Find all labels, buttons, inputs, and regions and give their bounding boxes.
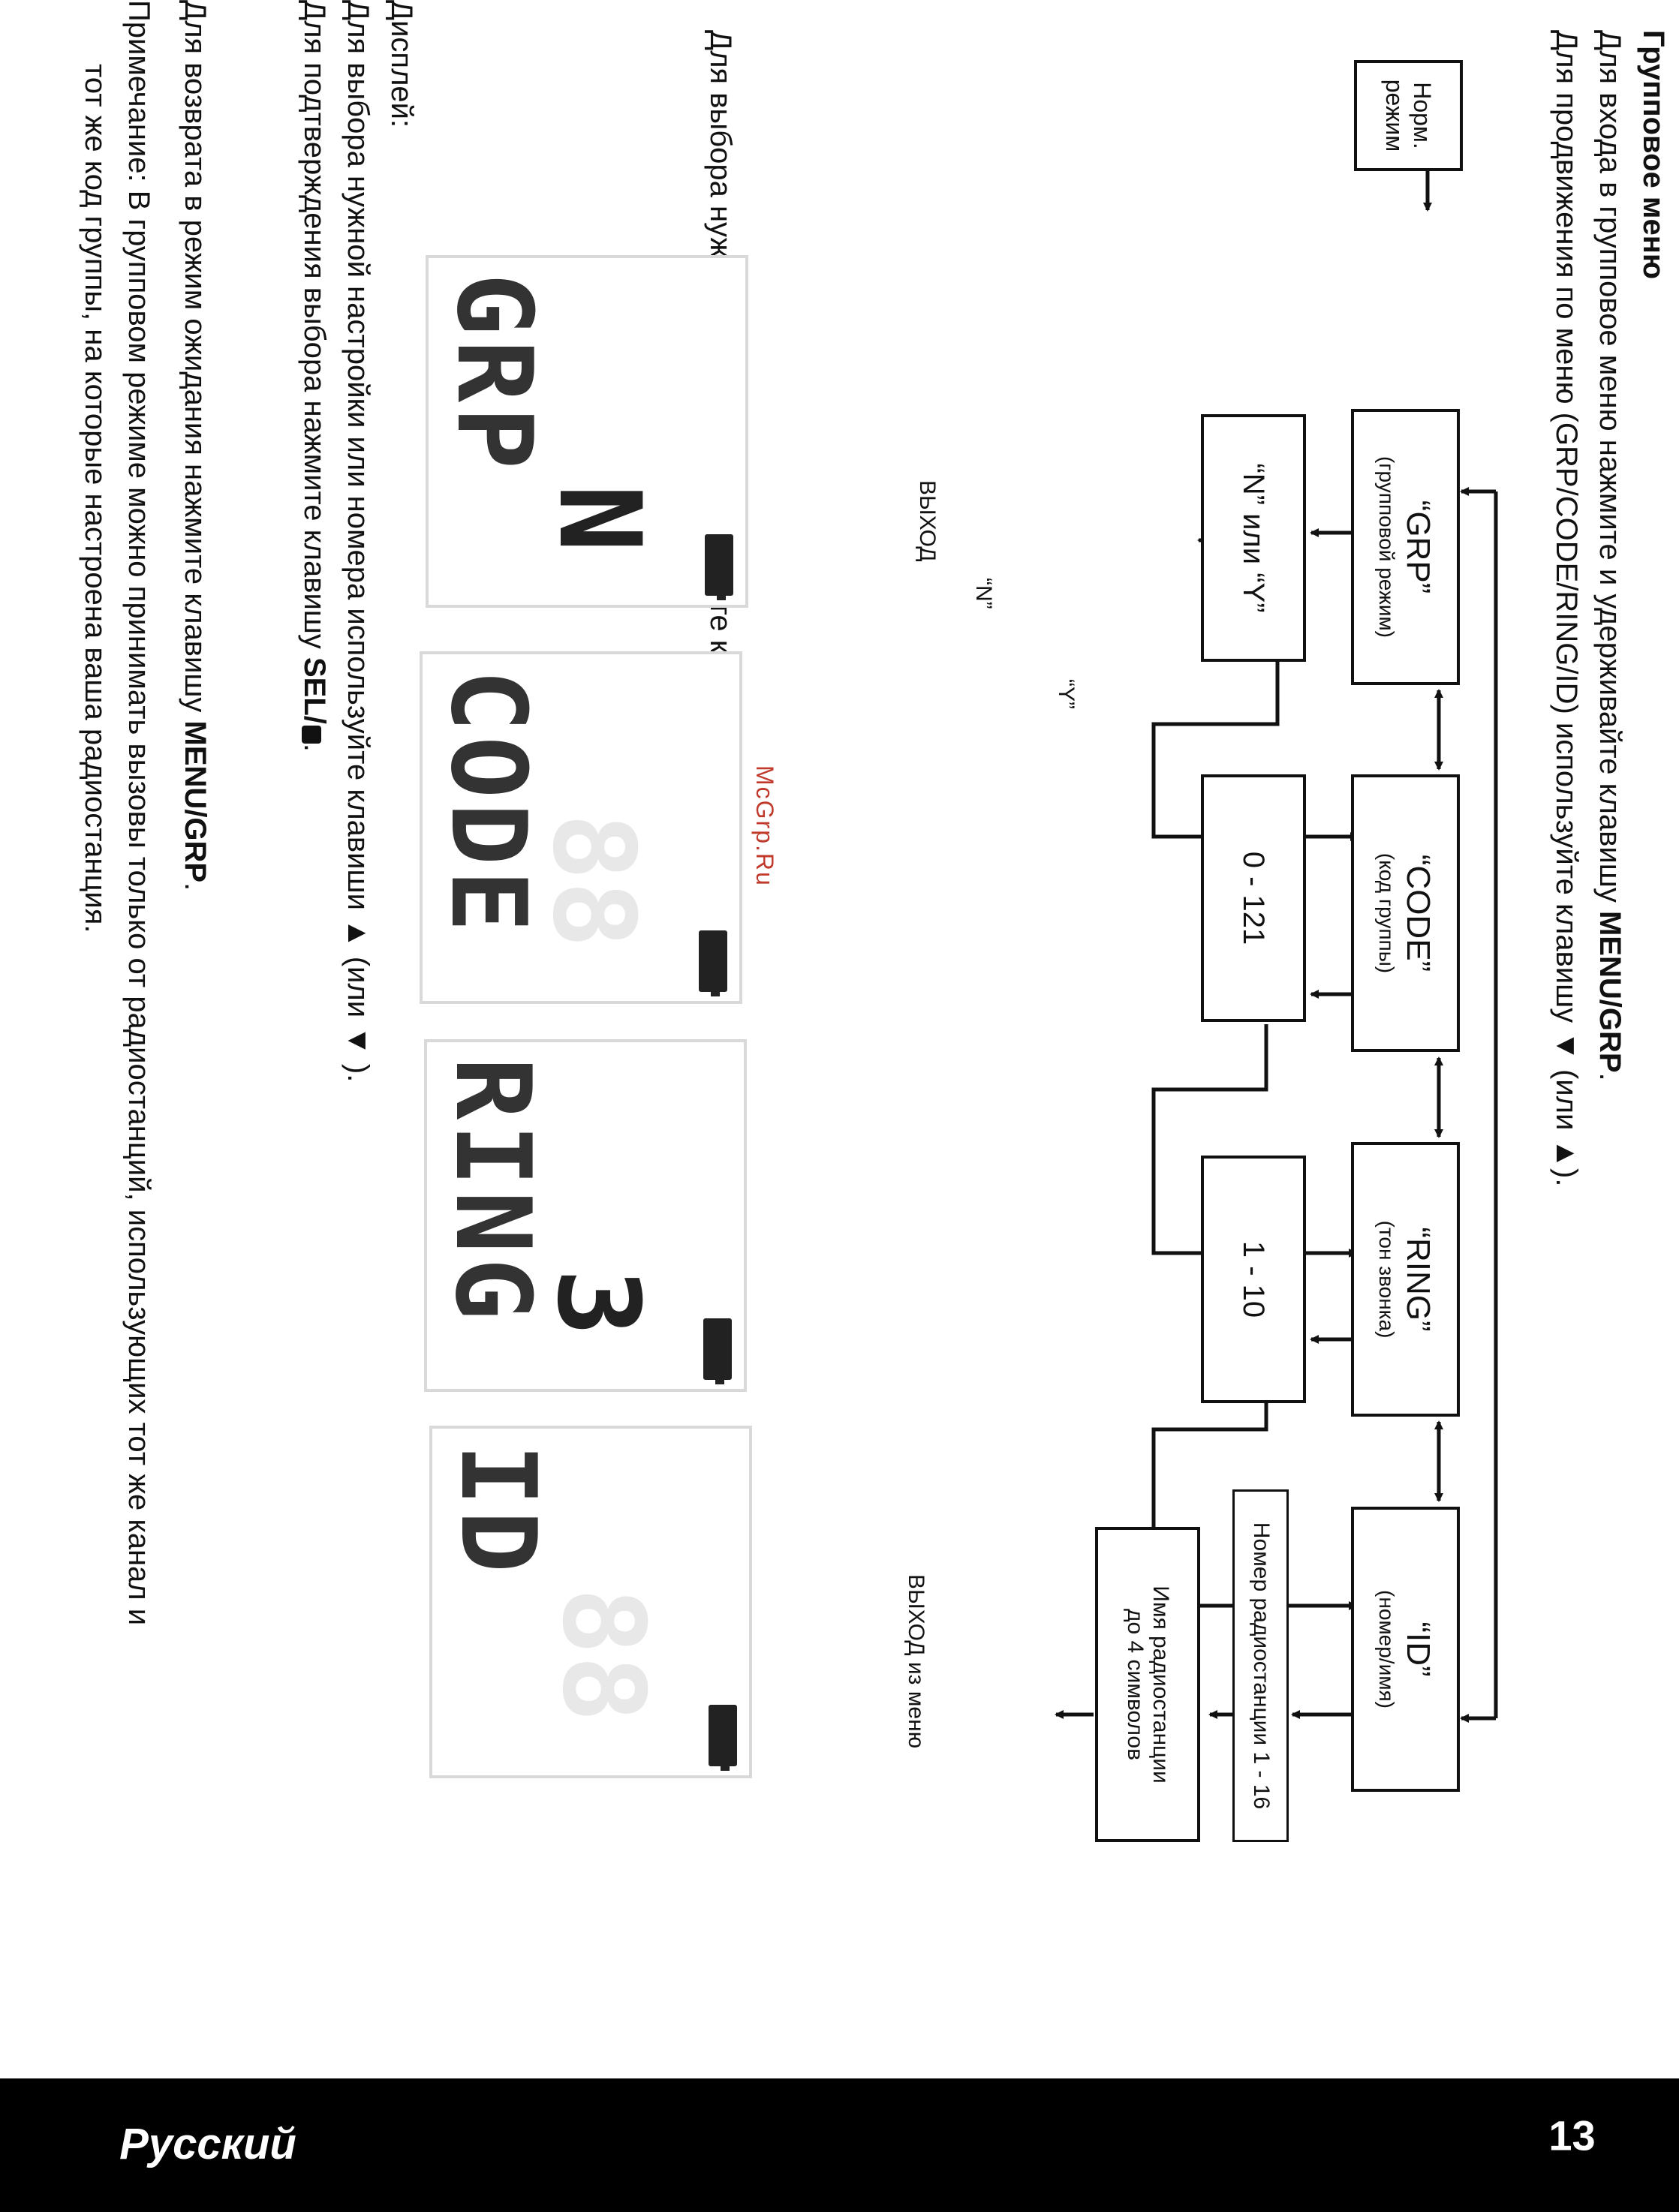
exit-menu-label: ВЫХОД из меню — [904, 1574, 928, 1749]
menu-grp-key-return: MENU/GRP — [179, 720, 212, 883]
norm-mode-box: Норм. режим — [1354, 60, 1463, 171]
sel-key-confirm: SEL/ — [298, 657, 331, 724]
station-name-box: Имя радиостанции до 4 символов — [1095, 1527, 1200, 1842]
lcd-main-text: CODE — [428, 669, 549, 937]
station-name-line-1: Имя радиостанции — [1148, 1585, 1174, 1784]
lcd-digits: 3 — [532, 1268, 663, 1336]
lcd-display-grp: N GRP — [426, 255, 748, 608]
battery-icon — [709, 1705, 737, 1766]
footer-page-number: 13 — [1548, 2111, 1596, 2159]
ring-box: “RING” (тон звонка) — [1351, 1142, 1460, 1417]
confirm-line: Для подтверждения выбора нажмите клавишу… — [297, 0, 331, 752]
ny-box: “N” или “Y” — [1201, 414, 1306, 662]
lcd-digits: 88 — [528, 813, 658, 948]
ring-title: “RING” — [1399, 1227, 1437, 1332]
lcd-digits: N — [534, 484, 664, 552]
lcd-main-text: ID — [438, 1444, 558, 1578]
grp-box: “GRP” (групповой режим) — [1351, 409, 1460, 685]
ny-label: “N” или “Y” — [1237, 463, 1270, 613]
lcd-display-ring: 3 RING — [424, 1039, 747, 1392]
lcd-display-code: 88 CODE — [420, 651, 742, 1004]
id-title: “ID” — [1399, 1621, 1437, 1677]
battery-icon — [699, 930, 727, 992]
lock-icon — [302, 725, 321, 744]
choose-setting-line: Для выбора нужной настройки или номера и… — [342, 0, 375, 1083]
return-end: . — [179, 882, 212, 891]
grp-subtitle: (групповой режим) — [1375, 455, 1399, 639]
id-box: “ID” (номер/имя) — [1351, 1507, 1460, 1792]
return-text: Для возврата в режим ожидания нажмите кл… — [179, 0, 212, 721]
code-range-box: 0 - 121 — [1201, 774, 1306, 1022]
lcd-main-text: GRP — [434, 273, 555, 474]
station-name-line-2: до 4 символов — [1123, 1608, 1148, 1761]
footer-language: Русский — [119, 2119, 296, 2168]
return-line: Для возврата в режим ожидания нажмите кл… — [178, 0, 212, 891]
lcd-main-text: RING — [432, 1057, 553, 1325]
y-label: “Y” — [1054, 679, 1079, 709]
ring-range-label: 1 - 10 — [1237, 1240, 1270, 1318]
code-subtitle: (код группы) — [1375, 852, 1399, 974]
norm-mode-label: Норм. режим — [1381, 79, 1437, 152]
battery-icon — [705, 534, 733, 596]
code-title: “CODE” — [1399, 854, 1437, 972]
ring-subtitle: (тон звонка) — [1375, 1220, 1399, 1339]
lcd-display-id: 88 ID — [429, 1426, 752, 1778]
note-line-2: тот же код группы, на которые настроена … — [79, 64, 112, 933]
station-number-label: Номер радиостанции 1 - 16 — [1248, 1522, 1274, 1810]
display-label: Дисплей: — [385, 0, 418, 128]
battery-icon — [703, 1318, 732, 1380]
note-line-1: Примечание: В групповом режиме можно при… — [122, 0, 155, 1626]
ring-range-box: 1 - 10 — [1201, 1156, 1306, 1403]
confirm-text: Для подтверждения выбора нажмите клавишу — [298, 0, 331, 657]
code-box: “CODE” (код группы) — [1351, 774, 1460, 1052]
flowchart-connectors — [1055, 171, 1498, 1723]
grp-title: “GRP” — [1399, 500, 1437, 594]
watermark: McGrp.Ru — [751, 765, 778, 887]
exit-label: ВЫХОД — [915, 480, 940, 562]
id-subtitle: (номер/имя) — [1375, 1590, 1399, 1709]
n-label: “N” — [971, 578, 996, 609]
confirm-end: . — [298, 743, 331, 753]
station-number-box: Номер радиостанции 1 - 16 — [1232, 1489, 1289, 1842]
code-range-label: 0 - 121 — [1237, 851, 1270, 945]
lcd-digits: 88 — [537, 1587, 668, 1723]
